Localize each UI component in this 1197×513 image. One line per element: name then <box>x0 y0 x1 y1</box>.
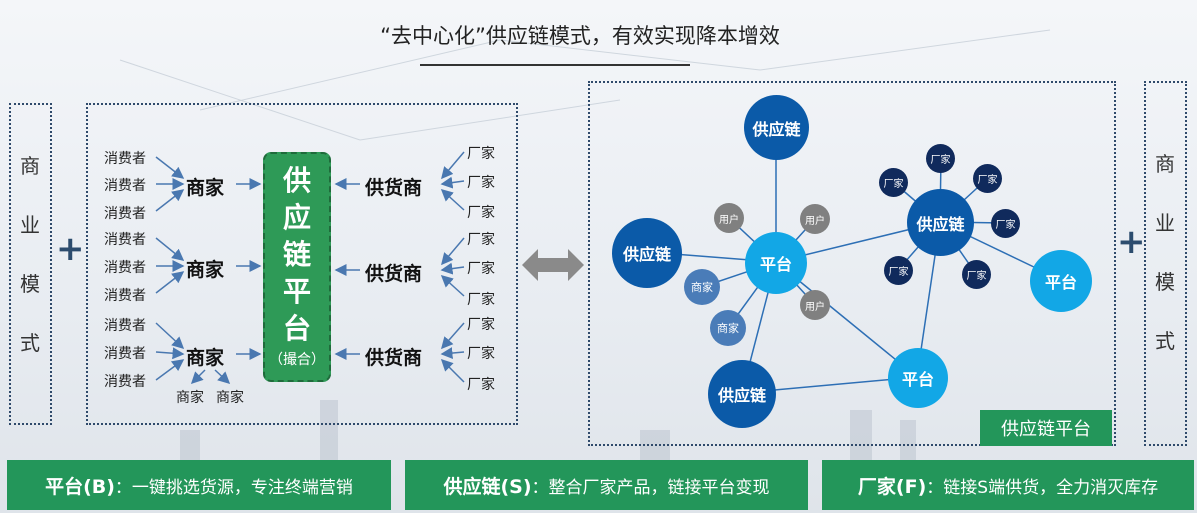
factory-label: 厂家 <box>467 377 495 393</box>
left-model-box <box>9 103 52 425</box>
decentralized-model-box <box>588 81 1116 446</box>
double-arrow-icon <box>522 249 584 281</box>
supply-chain-caption: 供应链(S)：整合厂家产品，链接平台变现 <box>405 460 808 510</box>
right-plus-icon: + <box>1117 222 1146 262</box>
title-underline <box>420 64 690 66</box>
supply-chain-platform-box: 供应链平台 （撮合） <box>263 152 331 382</box>
factory-label: 厂家 <box>467 175 495 191</box>
platform-node: 平台 <box>745 232 807 294</box>
merchant-node: 商家 <box>684 269 720 305</box>
page-title: “去中心化”供应链模式，有效实现降本增效 <box>380 24 780 48</box>
factory-label: 厂家 <box>467 317 495 333</box>
caption-text: ：整合厂家产品，链接平台变现 <box>531 477 770 498</box>
factory-label: 厂家 <box>467 292 495 308</box>
caption-bold: 厂家(F) <box>857 475 927 498</box>
supply-chain-platform-badge: 供应链平台 <box>980 410 1112 446</box>
right-model-box <box>1144 81 1187 446</box>
user-node: 用户 <box>800 290 830 320</box>
caption-text: ：一键挑选货源，专注终端营销 <box>114 477 353 498</box>
supply-chain-node: 供应链 <box>907 189 974 256</box>
sub-merchant-label: 商家 <box>176 390 204 406</box>
factory-caption: 厂家(F)：链接S端供货，全力消灭库存 <box>822 460 1194 510</box>
factory-node: 厂家 <box>962 260 991 289</box>
factory-label: 厂家 <box>467 205 495 221</box>
sub-merchant-label: 商家 <box>216 390 244 406</box>
matchmaking-label: （撮合） <box>269 352 325 368</box>
right-business-model-label: 商业模式 <box>1155 152 1175 353</box>
supplier-label: 供货商 <box>365 347 423 369</box>
supply-chain-platform-label: 供应链平台 <box>282 164 311 345</box>
consumer-label: 消费者 <box>104 374 146 390</box>
factory-label: 厂家 <box>467 146 495 162</box>
platform-caption: 平台(B)：一键挑选货源，专注终端营销 <box>7 460 391 510</box>
merchant-node: 商家 <box>710 310 746 346</box>
factory-label: 厂家 <box>467 346 495 362</box>
supply-chain-node: 供应链 <box>708 360 776 428</box>
consumer-label: 消费者 <box>104 260 146 276</box>
supply-chain-node: 供应链 <box>612 218 682 288</box>
caption-bold: 平台(B) <box>45 475 115 498</box>
consumer-label: 消费者 <box>104 288 146 304</box>
caption-bold: 供应链(S) <box>443 475 532 498</box>
left-plus-icon: + <box>56 229 85 269</box>
consumer-label: 消费者 <box>104 151 146 167</box>
flow-arrows <box>155 151 465 385</box>
caption-text: ：链接S端供货，全力消灭库存 <box>926 477 1159 498</box>
left-business-model-label: 商业模式 <box>20 154 40 355</box>
supplier-label: 供货商 <box>365 263 423 285</box>
consumer-label: 消费者 <box>104 206 146 222</box>
user-node: 用户 <box>800 204 830 234</box>
merchant-label: 商家 <box>186 177 225 199</box>
consumer-label: 消费者 <box>104 178 146 194</box>
merchant-label: 商家 <box>186 259 225 281</box>
factory-node: 厂家 <box>879 168 908 197</box>
traditional-model-box <box>86 103 518 425</box>
supply-chain-node: 供应链 <box>744 95 809 160</box>
user-node: 用户 <box>714 203 744 233</box>
factory-node: 厂家 <box>884 256 913 285</box>
merchant-label: 商家 <box>186 347 225 369</box>
factory-node: 厂家 <box>973 164 1002 193</box>
consumer-label: 消费者 <box>104 232 146 248</box>
consumer-label: 消费者 <box>104 346 146 362</box>
platform-node: 平台 <box>888 348 948 408</box>
consumer-label: 消费者 <box>104 318 146 334</box>
factory-node: 厂家 <box>926 144 955 173</box>
factory-label: 厂家 <box>467 261 495 277</box>
supplier-label: 供货商 <box>365 177 423 199</box>
platform-node: 平台 <box>1030 250 1092 312</box>
factory-node: 厂家 <box>991 209 1020 238</box>
factory-label: 厂家 <box>467 232 495 248</box>
